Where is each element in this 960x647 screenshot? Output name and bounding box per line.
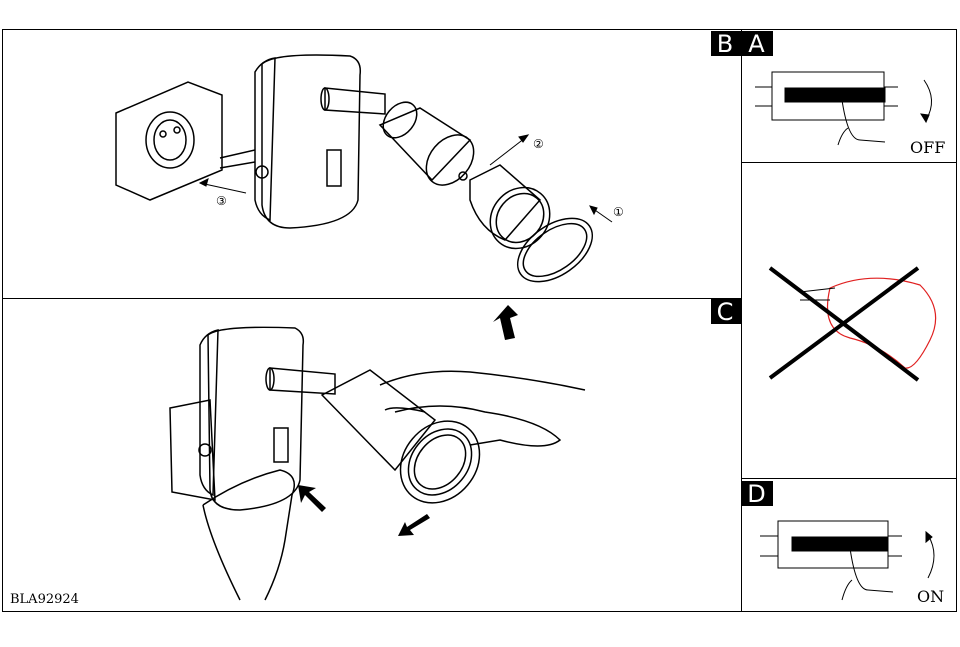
bulb-illustration — [458, 164, 551, 250]
off-label: OFF — [910, 138, 946, 157]
breaker-on-illustration — [760, 520, 935, 601]
step-one-marker: ① — [613, 205, 624, 219]
lens-ring-illustration — [516, 217, 594, 283]
wall-socket-illustration — [115, 81, 223, 201]
no-wet-cloth-illustration — [768, 266, 937, 382]
right-divider-2 — [741, 478, 957, 479]
step-arrows — [198, 134, 613, 223]
mounted-lamp-illustration — [169, 326, 481, 511]
step-c-label: C — [711, 299, 741, 325]
hands-illustration — [202, 370, 586, 601]
step-two-marker: ② — [533, 137, 544, 151]
step-three-marker: ③ — [216, 194, 227, 208]
motion-arrows — [298, 305, 518, 536]
on-label: ON — [917, 587, 945, 606]
column-divider — [741, 29, 742, 612]
spot-cylinder-illustration — [378, 101, 475, 186]
diagram-frame — [2, 29, 957, 612]
breaker-off-illustration — [755, 71, 932, 146]
step-d-label: D — [742, 481, 773, 507]
right-divider-1 — [741, 162, 957, 163]
left-row-divider — [2, 298, 741, 299]
product-code: BLA92924 — [10, 592, 79, 607]
lamp-body-illustration — [219, 54, 386, 229]
step-a-label: A — [742, 31, 773, 57]
step-b-label: B — [711, 31, 741, 57]
